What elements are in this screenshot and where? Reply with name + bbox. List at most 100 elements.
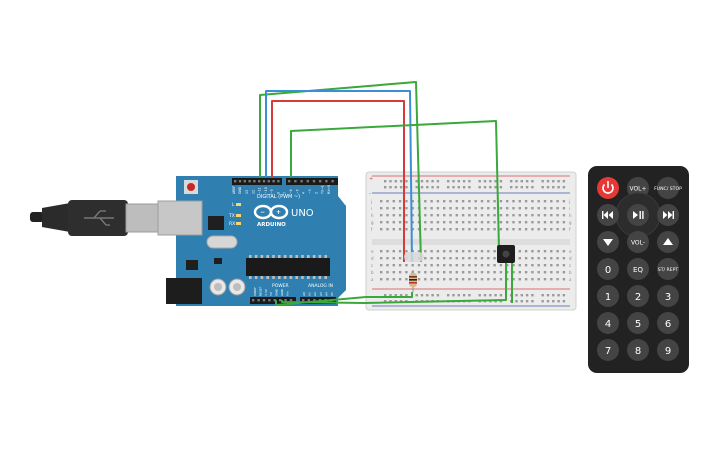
breadboard-hole[interactable] (512, 200, 515, 203)
breadboard-hole[interactable] (436, 214, 440, 217)
header-hole[interactable] (331, 180, 334, 183)
rail-hole[interactable] (541, 294, 544, 297)
rail-hole[interactable] (546, 300, 550, 303)
header-hole[interactable] (284, 299, 287, 302)
power-button[interactable] (597, 177, 619, 199)
rail-hole[interactable] (546, 294, 550, 297)
breadboard-hole[interactable] (411, 214, 414, 217)
rail-hole[interactable] (520, 294, 523, 297)
breadboard-hole[interactable] (493, 207, 496, 210)
breadboard-hole[interactable] (487, 250, 490, 253)
rail-hole[interactable] (525, 186, 529, 189)
usb-cable[interactable] (30, 200, 159, 236)
breadboard-hole[interactable] (506, 214, 509, 217)
breadboard-hole[interactable] (392, 264, 395, 267)
breadboard-hole[interactable] (480, 271, 484, 274)
breadboard-hole[interactable] (480, 257, 484, 260)
rail-hole[interactable] (457, 186, 460, 189)
breadboard-hole[interactable] (499, 221, 503, 224)
breadboard-hole[interactable] (531, 221, 534, 224)
breadboard-hole[interactable] (411, 264, 414, 267)
rgb-led[interactable] (404, 252, 424, 262)
breadboard-hole[interactable] (556, 271, 559, 274)
breadboard-hole[interactable] (386, 200, 389, 203)
rail-hole[interactable] (457, 180, 460, 183)
breadboard-hole[interactable] (543, 278, 547, 281)
rail-hole[interactable] (415, 294, 418, 297)
breadboard-hole[interactable] (386, 278, 389, 281)
breadboard-hole[interactable] (531, 214, 534, 217)
breadboard-hole[interactable] (436, 250, 440, 253)
rail-hole[interactable] (489, 186, 492, 189)
rail-hole[interactable] (447, 180, 450, 183)
rail-hole[interactable] (394, 180, 397, 183)
breadboard-hole[interactable] (398, 264, 402, 267)
breadboard-hole[interactable] (468, 228, 471, 231)
rail-hole[interactable] (478, 294, 481, 297)
rail-hole[interactable] (557, 294, 560, 297)
breadboard-hole[interactable] (499, 228, 503, 231)
rail-hole[interactable] (531, 294, 534, 297)
breadboard-hole[interactable] (550, 214, 553, 217)
breadboard-hole[interactable] (430, 264, 433, 267)
rail-hole[interactable] (531, 186, 534, 189)
rail-hole[interactable] (384, 186, 387, 189)
breadboard-hole[interactable] (562, 221, 566, 224)
breadboard-hole[interactable] (380, 257, 383, 260)
rail-hole[interactable] (520, 180, 523, 183)
breadboard-hole[interactable] (487, 278, 490, 281)
breadboard-hole[interactable] (518, 271, 521, 274)
breadboard-hole[interactable] (443, 278, 446, 281)
wire-blue-pin11[interactable] (265, 90, 413, 263)
breadboard-hole[interactable] (499, 271, 503, 274)
breadboard-hole[interactable] (537, 257, 540, 260)
rail-hole[interactable] (452, 186, 455, 189)
breadboard-hole[interactable] (443, 200, 446, 203)
breadboard-hole[interactable] (499, 207, 503, 210)
rail-hole[interactable] (405, 294, 408, 297)
breadboard-hole[interactable] (493, 278, 496, 281)
breadboard-hole[interactable] (417, 271, 421, 274)
breadboard-hole[interactable] (543, 221, 547, 224)
breadboard-hole[interactable] (449, 214, 452, 217)
header-hole[interactable] (319, 180, 322, 183)
rail-hole[interactable] (483, 180, 487, 183)
breadboard-hole[interactable] (518, 264, 521, 267)
ir-remote[interactable]: VOL+ FUNC/ STOP (588, 166, 689, 373)
header-hole[interactable] (307, 299, 310, 302)
breadboard-hole[interactable] (480, 200, 484, 203)
breadboard-hole[interactable] (499, 214, 503, 217)
rail-hole[interactable] (468, 180, 471, 183)
breadboard-hole[interactable] (455, 278, 458, 281)
rail-hole[interactable] (531, 300, 534, 303)
breadboard-hole[interactable] (411, 207, 414, 210)
rail-hole[interactable] (468, 186, 471, 189)
breadboard-hole[interactable] (461, 221, 465, 224)
breadboard-hole[interactable] (499, 264, 503, 267)
rail-hole[interactable] (562, 180, 566, 183)
breadboard-hole[interactable] (493, 221, 496, 224)
breadboard-hole[interactable] (556, 278, 559, 281)
header-hole[interactable] (234, 180, 237, 183)
breadboard-hole[interactable] (380, 228, 383, 231)
rail-hole[interactable] (405, 186, 408, 189)
breadboard-hole[interactable] (537, 228, 540, 231)
breadboard-hole[interactable] (531, 207, 534, 210)
breadboard-hole[interactable] (455, 200, 458, 203)
rail-hole[interactable] (436, 180, 440, 183)
breadboard-hole[interactable] (556, 264, 559, 267)
rail-hole[interactable] (531, 180, 534, 183)
rail-hole[interactable] (515, 186, 518, 189)
breadboard-hole[interactable] (474, 250, 477, 253)
rail-hole[interactable] (489, 294, 492, 297)
breadboard-hole[interactable] (449, 264, 452, 267)
breadboard-hole[interactable] (449, 278, 452, 281)
breadboard-hole[interactable] (430, 200, 433, 203)
breadboard-hole[interactable] (449, 257, 452, 260)
breadboard-hole[interactable] (392, 200, 395, 203)
breadboard-hole[interactable] (524, 257, 528, 260)
breadboard-hole[interactable] (531, 200, 534, 203)
wire-green-5v[interactable] (275, 292, 413, 306)
wire-green-ir-signal[interactable] (290, 120, 500, 251)
